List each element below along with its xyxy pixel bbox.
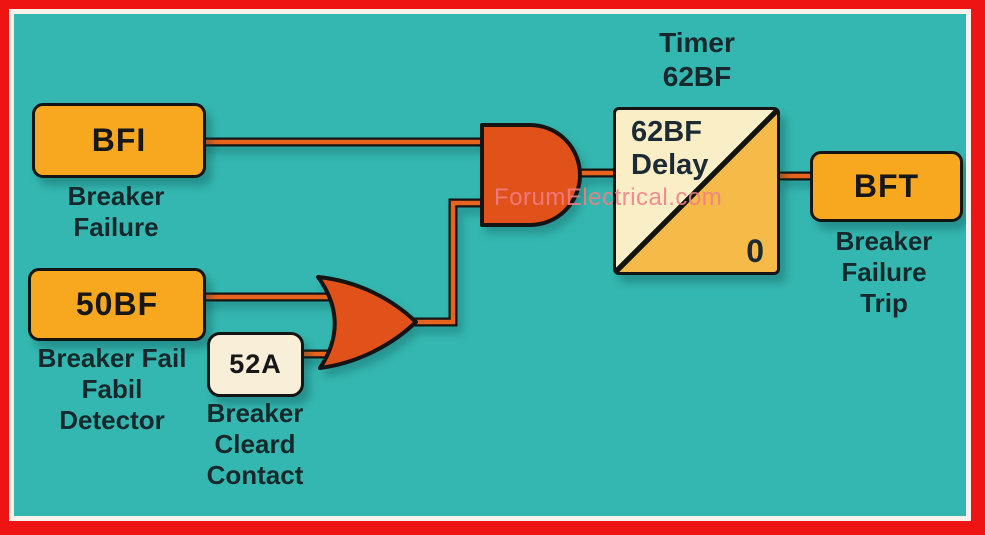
or-gate-icon (316, 275, 418, 370)
wire-or-to-and-fill (410, 200, 492, 325)
timer-zero-value: 0 (746, 233, 764, 269)
timer-block-line2: Delay (631, 149, 709, 182)
bfi-node: BFI (32, 103, 206, 178)
50bf-label: 50BF (75, 286, 159, 322)
52a-label: 52A (229, 349, 282, 379)
bft-label: BFT (853, 168, 920, 204)
timer-62bf-block: 62BF Delay 0 (613, 107, 780, 275)
timer-block-text: 62BF Delay (631, 116, 708, 182)
timer-heading: Timer 62BF (659, 27, 735, 92)
50bf-caption: Breaker Fail Fabil Detector (37, 343, 187, 436)
52a-caption: Breaker Cleard Contact (206, 398, 304, 491)
bft-node: BFT (810, 151, 963, 222)
bft-caption: Breaker Failure Trip (835, 226, 933, 319)
timer-block-line1: 62BF (631, 116, 702, 148)
bfi-caption: Breaker Failure (67, 181, 165, 243)
50bf-node: 50BF (28, 268, 206, 341)
52a-node: 52A (207, 332, 304, 397)
and-gate-icon (480, 123, 582, 227)
bfi-label: BFI (91, 122, 147, 158)
